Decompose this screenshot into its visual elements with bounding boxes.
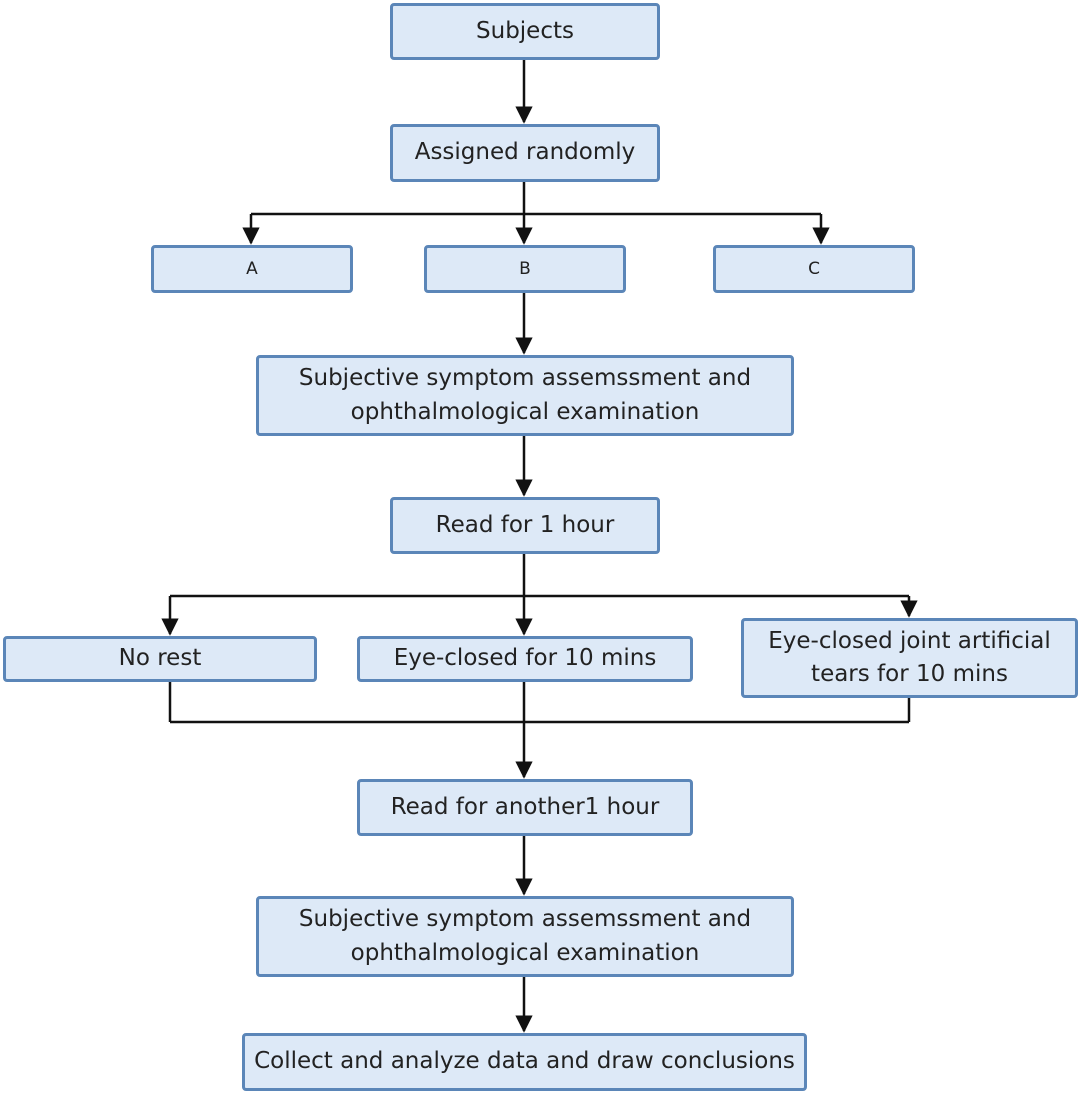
group-b-label: B xyxy=(519,258,531,279)
no-rest-box: No rest xyxy=(3,636,317,682)
eye-closed-tears-line-2: tears for 10 mins xyxy=(811,661,1008,687)
assessment-box-1: Subjective symptom assemssment and ophth… xyxy=(256,355,794,436)
group-c-label: C xyxy=(808,258,820,279)
assessment-2-line-1: Subjective symptom assemssment and xyxy=(298,906,752,933)
group-a-box: A xyxy=(151,245,353,293)
assessment-2-line-2: ophthalmological examination xyxy=(350,939,700,966)
group-a-label: A xyxy=(246,258,258,279)
eye-closed-box: Eye-closed for 10 mins xyxy=(357,636,693,682)
read-another-hour-label: Read for another1 hour xyxy=(390,793,660,820)
assigned-randomly-label: Assigned randomly xyxy=(414,139,636,166)
no-rest-label: No rest xyxy=(118,645,202,672)
subjects-label: Subjects xyxy=(476,17,574,44)
group-b-box: B xyxy=(424,245,626,293)
eye-closed-tears-box: Eye-closed joint artificial tears for 10… xyxy=(741,618,1078,698)
assessment-box-2: Subjective symptom assemssment and ophth… xyxy=(256,896,794,977)
read-another-hour-box: Read for another1 hour xyxy=(357,779,693,836)
group-c-box: C xyxy=(713,245,915,293)
subjects-box: Subjects xyxy=(390,3,660,60)
conclusion-box: Collect and analyze data and draw conclu… xyxy=(242,1033,807,1091)
read-1-hour-label: Read for 1 hour xyxy=(435,511,615,538)
conclusion-label: Collect and analyze data and draw conclu… xyxy=(254,1048,795,1075)
assessment-1-line-2: ophthalmological examination xyxy=(350,398,700,425)
assessment-1-line-1: Subjective symptom assemssment and xyxy=(298,365,752,392)
eye-closed-label: Eye-closed for 10 mins xyxy=(393,645,657,672)
eye-closed-tears-line-1: Eye-closed joint artificial xyxy=(768,627,1051,654)
read-1-hour-box: Read for 1 hour xyxy=(390,497,660,554)
assigned-randomly-box: Assigned randomly xyxy=(390,124,660,182)
